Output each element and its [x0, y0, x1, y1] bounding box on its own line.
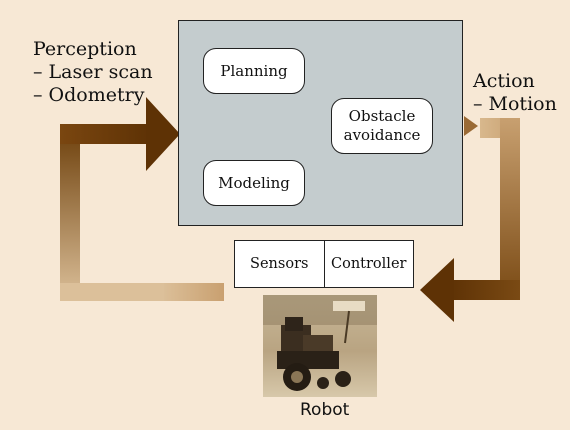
planning-label: Planning: [220, 61, 288, 80]
perception-item-laser-scan: – Laser scan: [33, 61, 153, 83]
controller-arrowhead: [420, 258, 454, 322]
panel-exit-arrowhead: [464, 116, 478, 136]
feedback-bottom-left-segment: [60, 283, 164, 301]
feedback-top-segment: [60, 124, 150, 144]
action-return-segment: [450, 280, 520, 300]
action-item-motion: – Motion: [473, 93, 557, 115]
perception-feedback-arrow: [60, 97, 224, 301]
controller-cell: Controller: [323, 241, 414, 287]
feedback-vertical-segment: [60, 124, 80, 301]
obstacle-label-line1: Obstacle: [348, 107, 416, 125]
action-output-arrow: [420, 116, 520, 322]
obstacle-label-line2: avoidance: [343, 126, 421, 144]
modeling-label: Modeling: [218, 173, 290, 192]
perception-title: Perception: [33, 38, 137, 60]
planning-node: Planning: [203, 48, 305, 94]
sensors-cell: Sensors: [250, 256, 309, 272]
robot-wheelchair-illustration: [263, 295, 377, 397]
action-title: Action: [473, 70, 535, 92]
robot-label: Robot: [300, 400, 350, 420]
action-vertical-segment: [500, 118, 520, 298]
obstacle-avoidance-node: Obstacle avoidance: [331, 98, 433, 154]
modeling-node: Modeling: [203, 160, 305, 206]
perception-arrowhead: [146, 97, 180, 171]
feedback-bottom-segment: [161, 283, 224, 301]
sensors-controller-bar: Sensors Controller: [234, 240, 414, 288]
robot-photo: [263, 295, 377, 397]
perception-item-odometry: – Odometry: [33, 84, 145, 106]
